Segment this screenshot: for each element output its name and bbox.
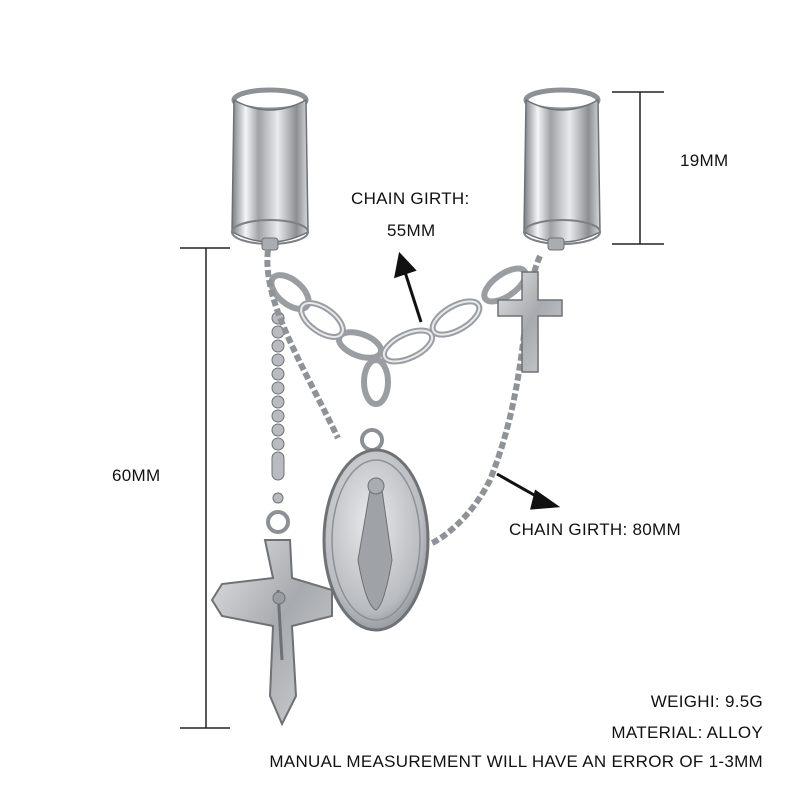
bead-chain xyxy=(266,311,290,534)
ring-height-label: 19MM xyxy=(680,151,729,170)
top-link-chain xyxy=(268,265,529,407)
drop-length-label: 60MM xyxy=(112,466,161,485)
chain-girth-top-value: 55MM xyxy=(387,221,436,240)
right-ring xyxy=(523,87,601,251)
small-cross-charm xyxy=(497,271,563,373)
miraculous-medal xyxy=(322,428,430,632)
chain-girth-bottom-label: CHAIN GIRTH: 80MM xyxy=(509,520,681,539)
dimension-drop-length xyxy=(180,247,230,729)
arrow-top-chain xyxy=(394,251,423,323)
arrow-bottom-chain xyxy=(496,472,561,510)
measurement-note: MANUAL MEASUREMENT WILL HAVE AN ERROR OF… xyxy=(269,752,763,771)
crucifix-pendant xyxy=(210,539,333,727)
weight-spec: WEIGHI: 9.5G xyxy=(650,692,763,711)
top-link-chain-highlight xyxy=(300,300,481,363)
dimension-ring-height xyxy=(612,91,664,245)
left-curb-chain xyxy=(264,249,341,440)
material-spec: MATERIAL: ALLOY xyxy=(611,723,763,742)
left-ring xyxy=(231,87,309,251)
chain-girth-top-label: CHAIN GIRTH: xyxy=(351,189,470,208)
